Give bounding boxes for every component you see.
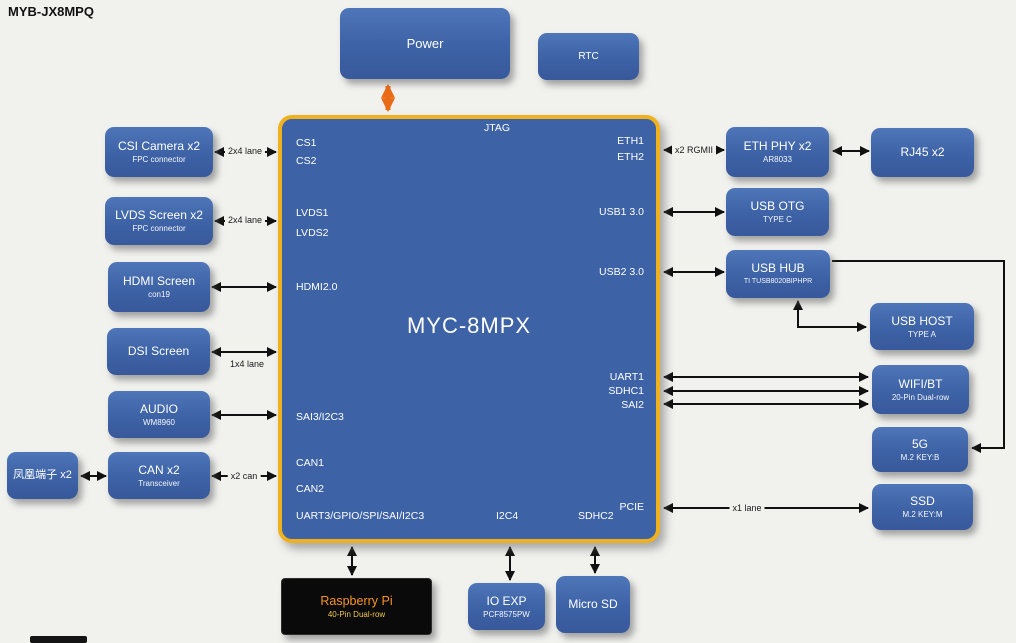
block-subtitle: TYPE A [907, 329, 936, 339]
page-title: MYB-JX8MPQ [8, 4, 94, 19]
soc-pin-uart3: UART3/GPIO/SPI/SAI/I2C3 [296, 510, 425, 522]
soc-pin-eth1: ETH1 [617, 135, 644, 147]
block-subtitle: FPC connector [132, 224, 186, 233]
block-title: 凤凰端子 x2 [13, 469, 72, 481]
block-can-transceiver: CAN x2 Transceiver [108, 452, 210, 499]
block-subtitle: 20-Pin Dual-row [891, 392, 950, 402]
block-subtitle: WM8960 [142, 417, 175, 427]
block-subtitle: 40-Pin Dual-row [327, 609, 386, 619]
block-csi-camera: CSI Camera x2 FPC connector [105, 127, 213, 177]
block-title: CSI Camera x2 [117, 139, 201, 153]
block-title: CAN x2 [138, 462, 180, 477]
soc-name: MYC-8MPX [406, 313, 532, 338]
soc-pin-usb2: USB2 3.0 [599, 266, 644, 278]
block-title: IO EXP [486, 593, 527, 608]
taskbar-fragment [30, 636, 87, 643]
label-pcie-lane: x1 lane [729, 503, 765, 513]
soc-module-myc8mpx: MYC-8MPX JTAG CS1 CS2 LVDS1 LVDS2 HDMI2.… [278, 115, 660, 543]
block-raspberry-pi-header: Raspberry Pi 40-Pin Dual-row [281, 578, 432, 635]
soc-pin-i2c4: I2C4 [496, 510, 519, 522]
soc-pin-usb1: USB1 3.0 [599, 206, 644, 218]
block-title: WIFI/BT [898, 376, 943, 391]
soc-pin-cs2: CS2 [296, 155, 317, 167]
soc-pin-cs1: CS1 [296, 137, 317, 149]
block-subtitle: PCF8575PW [483, 609, 530, 619]
block-usb-host: USB HOST TYPE A [870, 303, 974, 350]
soc-pin-sai2: SAI2 [621, 399, 644, 411]
block-5g: 5G M.2 KEY:B [872, 427, 968, 472]
block-title: RTC [578, 51, 599, 62]
block-audio: AUDIO WM8960 [108, 391, 210, 438]
label-can-bus: x2 can [227, 471, 261, 481]
block-subtitle: con19 [148, 290, 170, 299]
block-title: USB OTG [750, 199, 805, 213]
block-subtitle: M.2 KEY:B [900, 452, 940, 462]
block-title: HDMI Screen [122, 274, 196, 288]
block-title: USB HOST [891, 313, 953, 328]
soc-pin-pcie: PCIE [619, 501, 644, 513]
block-subtitle: M.2 KEY:M [902, 510, 943, 519]
block-subtitle: AR8033 [763, 155, 792, 164]
block-subtitle: Transceiver [138, 478, 180, 488]
block-subtitle: TYPE C [763, 215, 792, 224]
block-title: Micro SD [568, 597, 618, 611]
block-phoenix-terminal: 凤凰端子 x2 [7, 452, 78, 499]
block-hdmi-screen: HDMI Screen con19 [108, 262, 210, 312]
block-rtc: RTC [538, 33, 639, 80]
arrow-usbhub-to-usbhost [793, 300, 867, 332]
block-subtitle: TI TUSB8020BIPHPR [743, 278, 813, 285]
block-title: Power [406, 36, 444, 51]
block-subtitle: FPC connector [132, 155, 186, 164]
block-wifi-bt: WIFI/BT 20-Pin Dual-row [872, 365, 969, 414]
block-title: USB HUB [751, 261, 805, 275]
soc-pin-hdmi: HDMI2.0 [296, 281, 338, 293]
block-eth-phy: ETH PHY x2 AR8033 [726, 127, 829, 177]
soc-pin-sai3: SAI3/I2C3 [296, 411, 344, 423]
block-io-expander: IO EXP PCF8575PW [468, 583, 545, 630]
soc-pin-can1: CAN1 [296, 457, 325, 469]
block-usb-hub: USB HUB TI TUSB8020BIPHPR [726, 250, 830, 298]
soc-pin-lvds2: LVDS2 [296, 227, 329, 239]
soc-pin-eth2: ETH2 [617, 151, 644, 163]
block-title: 5G [911, 436, 928, 451]
block-rj45: RJ45 x2 [871, 128, 974, 177]
block-lvds-screen: LVDS Screen x2 FPC connector [105, 197, 213, 245]
soc-pin-can2: CAN2 [296, 483, 325, 495]
label-rgmii: x2 RGMII [671, 145, 717, 155]
label-lvds-lanes: 2x4 lane [224, 215, 266, 225]
label-csi-lanes: 2x4 lane [224, 146, 266, 156]
soc-pin-jtag: JTAG [484, 122, 511, 134]
soc-pin-sdhc2: SDHC2 [578, 510, 614, 522]
block-title: Raspberry Pi [320, 593, 393, 608]
block-usb-otg: USB OTG TYPE C [726, 188, 829, 236]
block-title: AUDIO [139, 401, 178, 416]
soc-pin-lvds1: LVDS1 [296, 207, 329, 219]
block-dsi-screen: DSI Screen [107, 328, 210, 375]
line-usbhub-to-5g [832, 260, 1005, 453]
label-dsi-lanes: 1x4 lane [229, 359, 265, 369]
block-title: ETH PHY x2 [743, 139, 812, 153]
block-title: RJ45 x2 [900, 145, 945, 159]
block-title: LVDS Screen x2 [115, 208, 203, 222]
block-power: Power [340, 8, 510, 79]
soc-pin-uart1: UART1 [609, 371, 644, 383]
block-title: SSD [910, 494, 935, 508]
soc-pin-sdhc1: SDHC1 [608, 385, 644, 397]
block-micro-sd: Micro SD [556, 576, 630, 633]
block-title: DSI Screen [127, 344, 190, 358]
block-ssd: SSD M.2 KEY:M [872, 484, 973, 530]
